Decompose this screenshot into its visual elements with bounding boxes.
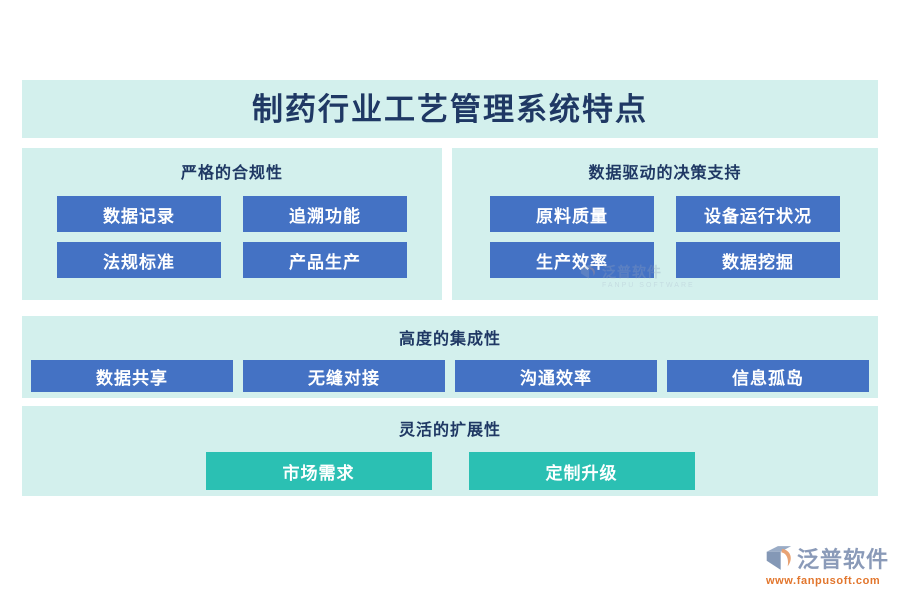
section-compliance: 严格的合规性 数据记录 追溯功能 法规标准 产品生产 (22, 148, 442, 300)
chip-regulatory-standard[interactable]: 法规标准 (57, 242, 221, 278)
chip-communication-efficiency[interactable]: 沟通效率 (455, 360, 657, 392)
chip-information-island[interactable]: 信息孤岛 (667, 360, 869, 392)
chip-traceability[interactable]: 追溯功能 (243, 196, 407, 232)
chip-data-sharing[interactable]: 数据共享 (31, 360, 233, 392)
chip-material-quality[interactable]: 原料质量 (490, 196, 654, 232)
chip-market-demand[interactable]: 市场需求 (205, 452, 432, 490)
brand-url: www.fanpusoft.com (766, 575, 881, 587)
page-title-bar: 制药行业工艺管理系统特点 (22, 80, 878, 138)
section-extensibility-items: 市场需求 定制升级 (205, 452, 695, 490)
chip-custom-upgrade[interactable]: 定制升级 (468, 452, 695, 490)
section-extensibility: 灵活的扩展性 市场需求 定制升级 (22, 406, 878, 496)
section-integration-items: 数据共享 无缝对接 沟通效率 信息孤岛 (31, 360, 869, 392)
section-integration-heading: 高度的集成性 (398, 331, 501, 348)
section-extensibility-heading: 灵活的扩展性 (398, 422, 501, 439)
fanpu-mark-icon (766, 546, 792, 570)
brand-name: 泛普软件 (797, 547, 890, 572)
chip-product-production[interactable]: 产品生产 (243, 242, 407, 278)
chip-data-record[interactable]: 数据记录 (57, 196, 221, 232)
brand-logo: 泛普软件 www.fanpusoft.com (766, 542, 889, 587)
section-compliance-heading: 严格的合规性 (180, 165, 283, 182)
brand-logo-row: 泛普软件 (766, 542, 889, 574)
section-compliance-items: 数据记录 追溯功能 法规标准 产品生产 (57, 196, 407, 278)
section-data-driven-items: 原料质量 设备运行状况 生产效率 数据挖掘 (490, 196, 840, 278)
chip-data-mining[interactable]: 数据挖掘 (676, 242, 840, 278)
section-integration: 高度的集成性 数据共享 无缝对接 沟通效率 信息孤岛 (22, 316, 878, 398)
chip-seamless-docking[interactable]: 无缝对接 (243, 360, 445, 392)
page-title: 制药行业工艺管理系统特点 (252, 91, 648, 127)
chip-production-efficiency[interactable]: 生产效率 (490, 242, 654, 278)
section-data-driven-heading: 数据驱动的决策支持 (588, 165, 742, 182)
chip-equipment-status[interactable]: 设备运行状况 (676, 196, 840, 232)
section-data-driven: 数据驱动的决策支持 原料质量 设备运行状况 生产效率 数据挖掘 (452, 148, 878, 300)
